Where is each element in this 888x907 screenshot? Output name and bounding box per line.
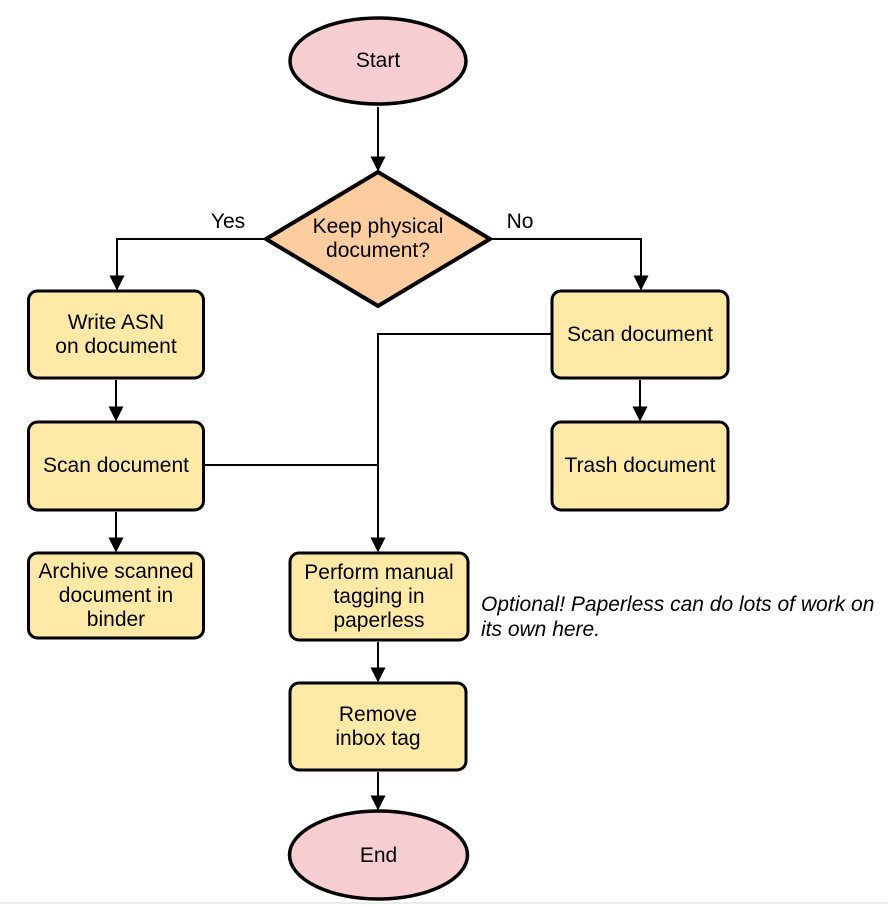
optional-annotation: Optional! Paperless can do lots of work … [481,593,875,641]
trash-node-label: Trash document [564,454,716,477]
edge-label-no: No [506,210,534,233]
decision-node-shape [264,170,492,308]
archive-node-label: Archive scanned document in binder [38,559,194,631]
start-node-shape [288,16,468,106]
edge-decision-yes-to-write-asn [109,238,266,291]
end-node-label: End [359,843,398,867]
scan-left-node-shape [27,420,205,512]
write-asn-node-shape [27,289,205,380]
remove-inbox-node-shape [288,681,468,772]
remove-inbox-node-label: Remove inbox tag [335,702,421,750]
tagging-node-label: Perform manual tagging in paperless [304,560,454,632]
write-asn-node-label: Write ASN on document [55,310,177,358]
scan-right-node-label: Scan document [567,322,713,346]
end-node-shape [287,809,470,901]
trash-node-shape [550,420,730,512]
start-node-label: Start [355,49,401,72]
archive-node-shape [27,551,205,640]
bottom-divider [0,902,888,904]
edge-decision-no-to-scan-right [490,238,649,291]
edge-scan-right-to-tagging [370,333,551,553]
scan-left-node-label: Scan document [43,454,189,477]
scan-right-node-shape [550,289,730,380]
tagging-node-shape [288,551,470,642]
decision-node-label: Keep physical document? [312,215,444,262]
edge-label-yes: Yes [210,210,246,233]
